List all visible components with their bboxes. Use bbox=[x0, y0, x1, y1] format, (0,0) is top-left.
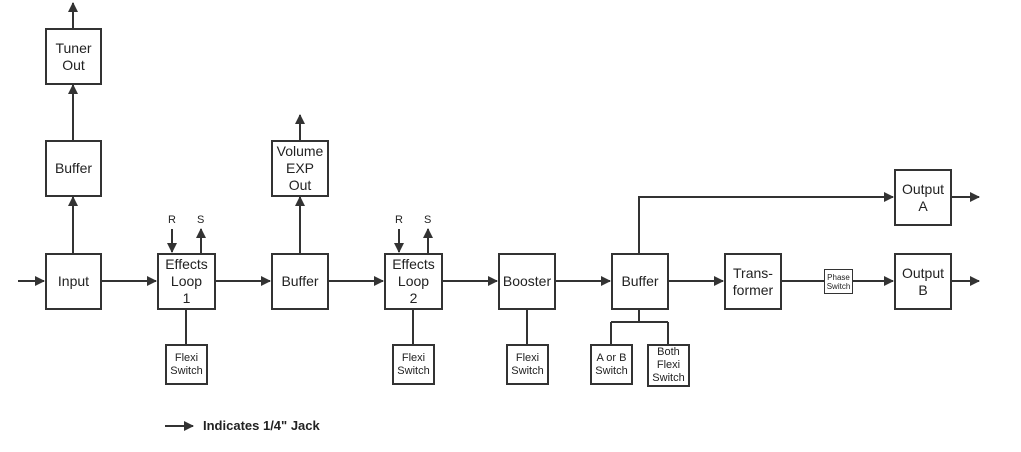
both-flexi-switch-block: Both Flexi Switch bbox=[647, 344, 690, 387]
input-block: Input bbox=[45, 253, 102, 310]
tuner-out-block: Tuner Out bbox=[45, 28, 102, 85]
flexi-switch-loop2-block: Flexi Switch bbox=[392, 344, 435, 385]
booster-block: Booster bbox=[498, 253, 556, 310]
phase-switch-block: Phase Switch bbox=[824, 269, 853, 294]
buffer-main-block: Buffer bbox=[611, 253, 669, 310]
volume-exp-out-block: Volume EXP Out bbox=[271, 140, 329, 197]
legend-text: Indicates 1/4" Jack bbox=[203, 418, 320, 433]
loop2-send-label: S bbox=[424, 214, 432, 226]
buffer-tuner-block: Buffer bbox=[45, 140, 102, 197]
output-b-block: Output B bbox=[894, 253, 952, 310]
a-or-b-switch-block: A or B Switch bbox=[590, 344, 633, 385]
loop2-return-label: R bbox=[395, 214, 403, 226]
buffer-to-output-a-arrow bbox=[638, 192, 894, 253]
output-a-block: Output A bbox=[894, 169, 952, 226]
transformer-block: Trans- former bbox=[724, 253, 782, 310]
flexi-switch-booster-block: Flexi Switch bbox=[506, 344, 549, 385]
flexi-switch-loop1-block: Flexi Switch bbox=[165, 344, 208, 385]
loop1-return-label: R bbox=[168, 214, 176, 226]
loop1-send-label: S bbox=[197, 214, 205, 226]
buffer-volume-block: Buffer bbox=[271, 253, 329, 310]
effects-loop-1-block: Effects Loop 1 bbox=[157, 253, 216, 310]
effects-loop-2-block: Effects Loop 2 bbox=[384, 253, 443, 310]
